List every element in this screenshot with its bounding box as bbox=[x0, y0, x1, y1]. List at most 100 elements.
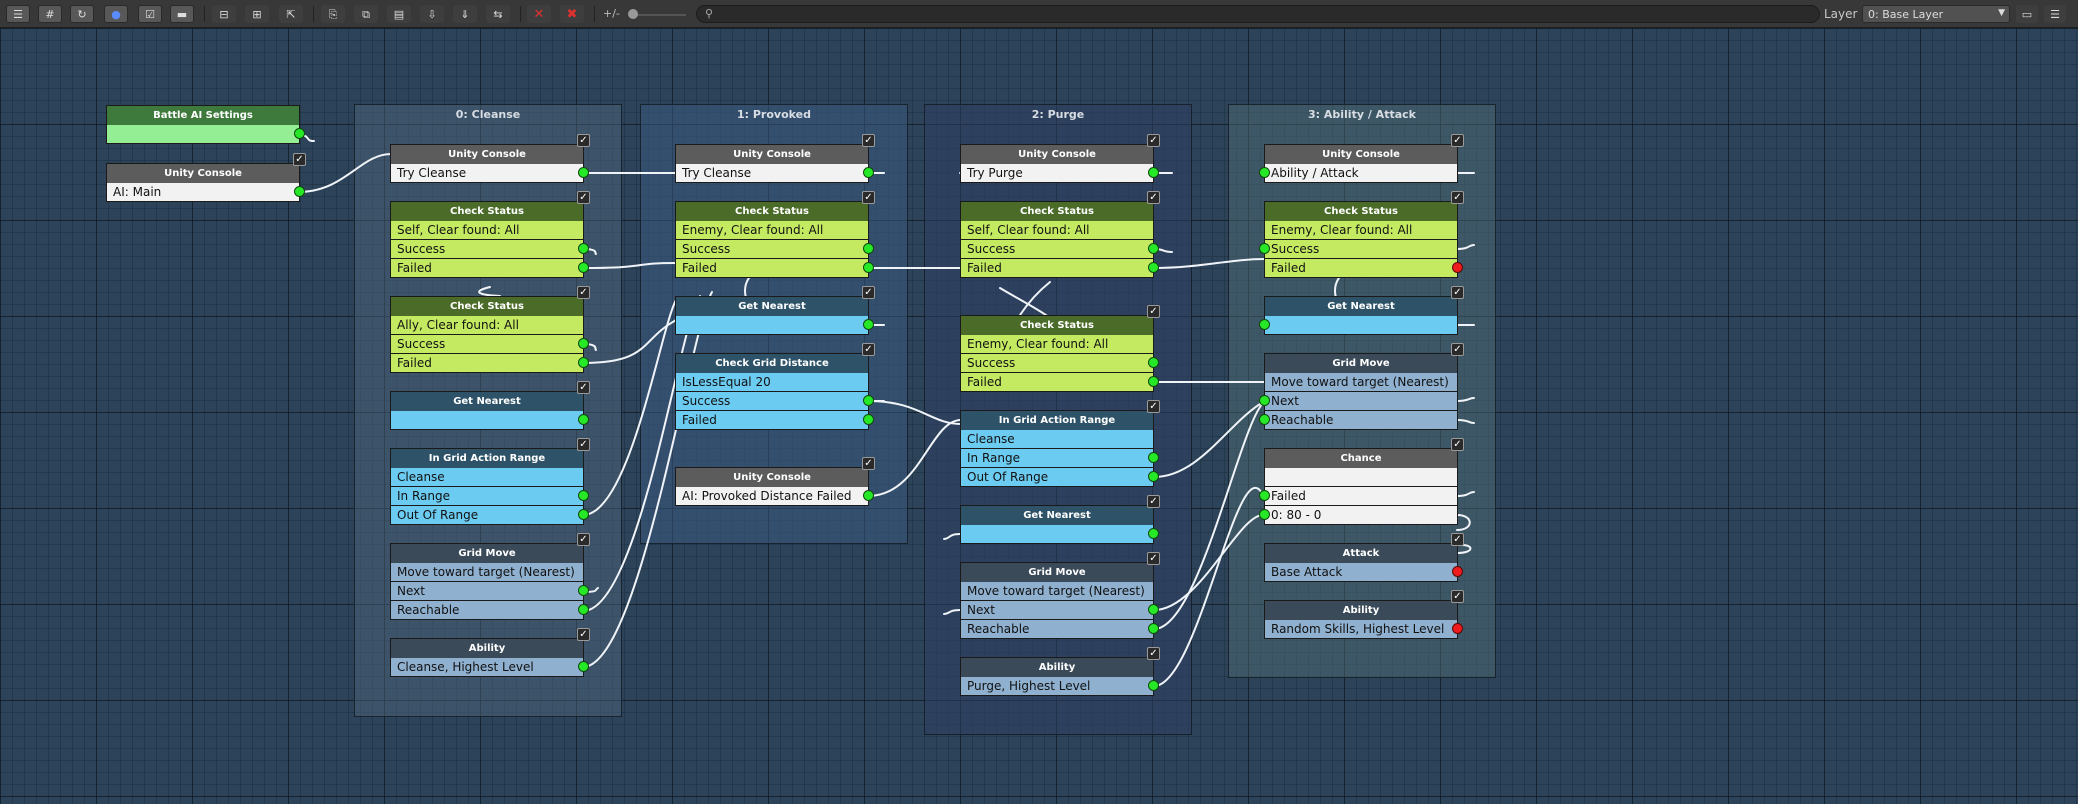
node-grid-move[interactable]: Grid Move Move toward target (Nearest) N… bbox=[1259, 343, 1464, 430]
color-icon[interactable]: ● bbox=[104, 5, 128, 23]
enabled-checkbox[interactable]: ✓ bbox=[862, 343, 875, 356]
node-battle-ai-settings[interactable]: Battle AI Settings bbox=[106, 105, 305, 144]
node-grid-move[interactable]: Grid Move Move toward target (Nearest) N… bbox=[390, 533, 590, 620]
enabled-checkbox[interactable]: ✓ bbox=[1451, 343, 1464, 356]
refresh-icon[interactable]: ↻ bbox=[70, 5, 94, 23]
output-port[interactable] bbox=[1148, 376, 1159, 387]
enabled-checkbox[interactable]: ✓ bbox=[577, 533, 590, 546]
align-bottom-icon[interactable]: ⊞ bbox=[245, 5, 269, 23]
output-port[interactable] bbox=[863, 395, 874, 406]
enabled-checkbox[interactable]: ✓ bbox=[862, 191, 875, 204]
zoom-slider-handle[interactable] bbox=[628, 9, 638, 19]
output-port[interactable] bbox=[1148, 604, 1159, 615]
enabled-checkbox[interactable]: ✓ bbox=[1451, 438, 1464, 451]
duplicate-icon[interactable]: ⧉ bbox=[354, 5, 378, 23]
output-port[interactable] bbox=[863, 262, 874, 273]
node-get-nearest[interactable]: Get Nearest ✓ bbox=[390, 381, 590, 430]
node-ability[interactable]: Ability Cleanse, Highest Level ✓ bbox=[390, 628, 590, 677]
output-port[interactable] bbox=[863, 167, 874, 178]
input-port[interactable] bbox=[1259, 414, 1270, 425]
node-unity-console[interactable]: Unity Console Ability / Attack ✓ bbox=[1259, 134, 1464, 183]
enabled-checkbox[interactable]: ✓ bbox=[577, 191, 590, 204]
output-port[interactable] bbox=[863, 490, 874, 501]
node-chance[interactable]: Chance Failed 0: 80 - 0 ✓ bbox=[1259, 438, 1464, 525]
enabled-checkbox[interactable]: ✓ bbox=[1147, 647, 1160, 660]
node-check-status[interactable]: Check Status Enemy, Clear found: All Suc… bbox=[675, 191, 875, 278]
output-port[interactable] bbox=[1148, 471, 1159, 482]
enabled-checkbox[interactable]: ✓ bbox=[1451, 533, 1464, 546]
enabled-checkbox[interactable]: ✓ bbox=[577, 628, 590, 641]
enabled-checkbox[interactable]: ✓ bbox=[293, 153, 306, 166]
output-port[interactable] bbox=[1148, 262, 1159, 273]
enabled-checkbox[interactable]: ✓ bbox=[577, 286, 590, 299]
node-check-status[interactable]: Check Status Self, Clear found: All Succ… bbox=[390, 191, 590, 278]
output-port[interactable] bbox=[578, 243, 589, 254]
output-port[interactable] bbox=[1452, 566, 1463, 577]
node-ability[interactable]: Ability Purge, Highest Level ✓ bbox=[960, 647, 1160, 696]
output-port[interactable] bbox=[1148, 680, 1159, 691]
node-check-status[interactable]: Check Status Self, Clear found: All Succ… bbox=[960, 191, 1160, 278]
node-unity-console[interactable]: Unity Console AI: Main ✓ bbox=[106, 153, 306, 202]
output-port[interactable] bbox=[1148, 357, 1159, 368]
output-port[interactable] bbox=[578, 338, 589, 349]
output-port[interactable] bbox=[1148, 167, 1159, 178]
output-port[interactable] bbox=[578, 490, 589, 501]
enabled-checkbox[interactable]: ✓ bbox=[1147, 552, 1160, 565]
grid-icon[interactable]: # bbox=[38, 5, 62, 23]
node-in-grid-action-range[interactable]: In Grid Action Range Cleanse In Range Ou… bbox=[960, 400, 1160, 487]
enabled-checkbox[interactable]: ✓ bbox=[862, 286, 875, 299]
node-attack[interactable]: Attack Base Attack ✓ bbox=[1264, 533, 1464, 582]
enabled-checkbox[interactable]: ✓ bbox=[577, 381, 590, 394]
output-port[interactable] bbox=[863, 319, 874, 330]
output-port[interactable] bbox=[578, 661, 589, 672]
output-port[interactable] bbox=[578, 414, 589, 425]
swap-icon[interactable]: ⇆ bbox=[486, 5, 510, 23]
enabled-checkbox[interactable]: ✓ bbox=[1147, 134, 1160, 147]
output-port[interactable] bbox=[1148, 623, 1159, 634]
enabled-checkbox[interactable]: ✓ bbox=[862, 457, 875, 470]
search-input[interactable]: ⚲ bbox=[696, 5, 1820, 23]
output-port[interactable] bbox=[578, 167, 589, 178]
node-check-grid-distance[interactable]: Check Grid Distance IsLessEqual 20 Succe… bbox=[675, 343, 875, 430]
output-port[interactable] bbox=[578, 262, 589, 273]
paste-icon[interactable]: ⇩ bbox=[420, 5, 444, 23]
output-port[interactable] bbox=[1452, 623, 1463, 634]
node-unity-console[interactable]: Unity Console Try Cleanse ✓ bbox=[390, 134, 590, 183]
menu-icon[interactable]: ☰ bbox=[2044, 5, 2066, 23]
select-icon[interactable]: ⇱ bbox=[279, 5, 303, 23]
node-unity-console[interactable]: Unity Console Try Cleanse ✓ bbox=[675, 134, 875, 183]
output-port[interactable] bbox=[578, 585, 589, 596]
input-port[interactable] bbox=[1259, 490, 1270, 501]
panel-icon[interactable]: ▭ bbox=[2016, 5, 2038, 23]
node-get-nearest[interactable]: Get Nearest ✓ bbox=[960, 495, 1160, 544]
delete-all-icon[interactable]: ✖ bbox=[560, 5, 584, 23]
list-view-icon[interactable]: ☰ bbox=[6, 5, 30, 23]
enabled-checkbox[interactable]: ✓ bbox=[1451, 286, 1464, 299]
input-port[interactable] bbox=[1259, 509, 1270, 520]
node-get-nearest[interactable]: Get Nearest ✓ bbox=[1259, 286, 1464, 335]
align-left-icon[interactable]: ⊟ bbox=[212, 5, 236, 23]
minimize-icon[interactable]: ▬ bbox=[170, 5, 194, 23]
node-in-grid-action-range[interactable]: In Grid Action Range Cleanse In Range Ou… bbox=[390, 438, 590, 525]
layer-dropdown[interactable]: 0: Base Layer ▼ bbox=[1862, 5, 2010, 23]
zoom-slider-track[interactable] bbox=[630, 14, 686, 16]
node-ability[interactable]: Ability Random Skills, Highest Level ✓ bbox=[1264, 590, 1464, 639]
delete-icon[interactable]: ✕ bbox=[527, 5, 551, 23]
enabled-checkbox[interactable]: ✓ bbox=[577, 134, 590, 147]
enabled-checkbox[interactable]: ✓ bbox=[1451, 590, 1464, 603]
output-port[interactable] bbox=[578, 604, 589, 615]
node-get-nearest[interactable]: Get Nearest ✓ bbox=[675, 286, 875, 335]
paste-alt-icon[interactable]: ⇓ bbox=[453, 5, 477, 23]
input-port[interactable] bbox=[1259, 319, 1270, 330]
output-port[interactable] bbox=[1148, 528, 1159, 539]
enabled-checkbox[interactable]: ✓ bbox=[1147, 495, 1160, 508]
enabled-checkbox[interactable]: ✓ bbox=[1451, 134, 1464, 147]
input-port[interactable] bbox=[1259, 167, 1270, 178]
enabled-checkbox[interactable]: ✓ bbox=[1451, 191, 1464, 204]
node-check-status[interactable]: Check Status Enemy, Clear found: All Suc… bbox=[960, 305, 1160, 392]
enabled-checkbox[interactable]: ✓ bbox=[862, 134, 875, 147]
output-port[interactable] bbox=[578, 357, 589, 368]
output-port[interactable] bbox=[863, 414, 874, 425]
node-unity-console[interactable]: Unity Console Try Purge ✓ bbox=[960, 134, 1160, 183]
